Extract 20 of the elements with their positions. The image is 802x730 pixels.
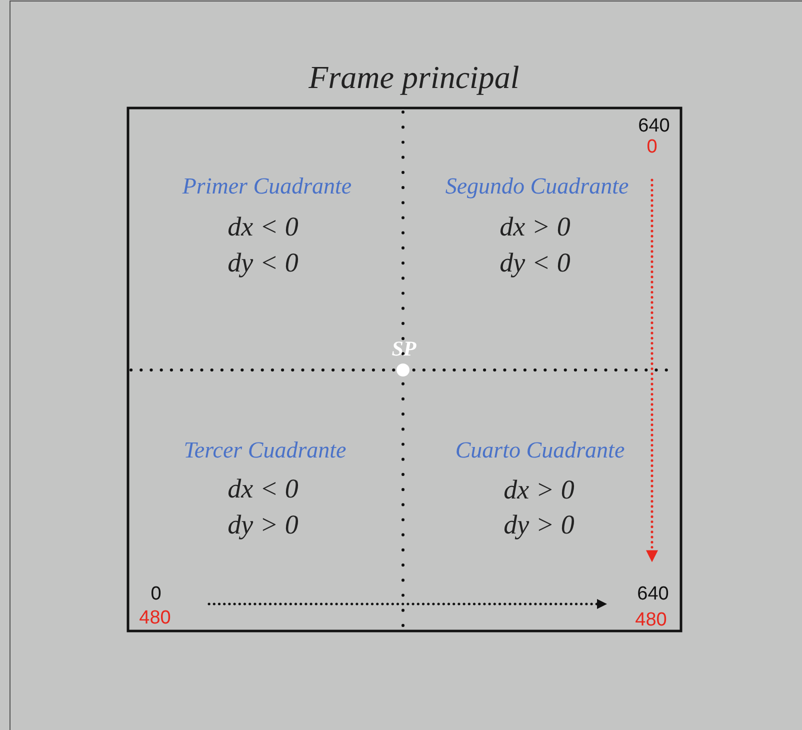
condition-text: dx < 0 — [228, 214, 298, 240]
condition-text: dy > 0 — [504, 512, 574, 538]
condition-text: dy < 0 — [500, 250, 570, 276]
point-label: SP — [392, 338, 416, 360]
condition-text: dx > 0 — [504, 476, 574, 504]
axis-value: 0 — [646, 138, 658, 156]
condition-text: dy < 0 — [228, 250, 298, 276]
quadrant-name: Cuarto Cuadrante — [455, 438, 625, 462]
axis-value: 640 — [638, 116, 670, 136]
axis-value: 480 — [139, 608, 171, 628]
axis-value: 480 — [635, 610, 667, 630]
condition-text: dy > 0 — [228, 512, 298, 538]
condition-text: dx > 0 — [500, 214, 570, 240]
title: Frame principal — [308, 61, 520, 93]
axis-value: 0 — [150, 584, 162, 604]
quadrant-name: Primer Cuadrante — [182, 174, 352, 198]
axis-value: 640 — [637, 584, 669, 604]
quadrant-name: Tercer Cuadrante — [184, 438, 346, 462]
quadrant-name: Segundo Cuadrante — [445, 174, 629, 198]
condition-text: dx < 0 — [228, 476, 298, 502]
